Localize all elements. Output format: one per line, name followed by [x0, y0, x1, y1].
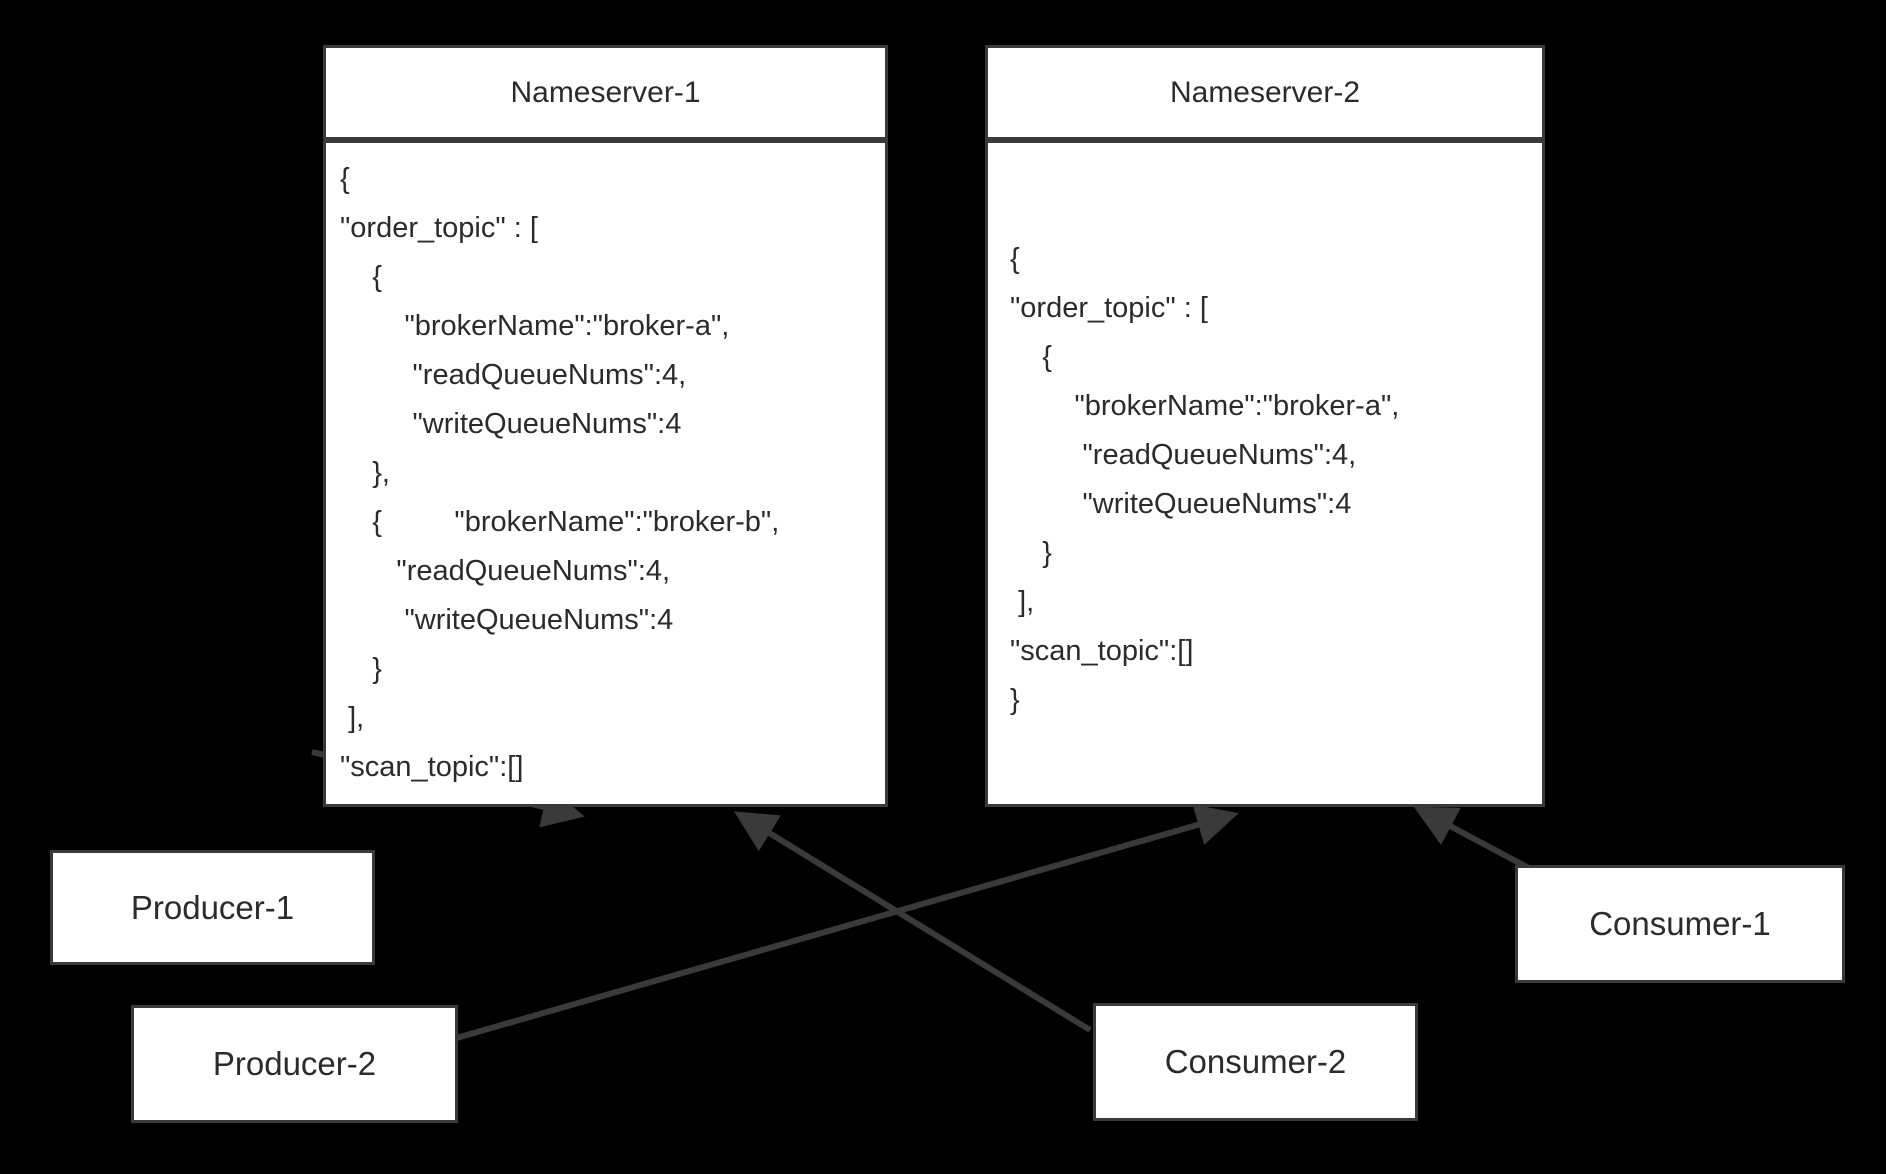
- nameserver-1-route-json: { "order_topic" : [ { "brokerName":"brok…: [340, 163, 780, 804]
- nameserver-1-title: Nameserver-1: [326, 48, 885, 143]
- nameserver-2-node[interactable]: Nameserver-2 { "order_topic" : [ { "brok…: [985, 45, 1545, 807]
- producer-2-node[interactable]: Producer-2: [131, 1005, 458, 1123]
- consumer-2-label: Consumer-2: [1164, 1043, 1347, 1080]
- edge-consumer2-nameserver1: [734, 811, 1092, 1033]
- nameserver-1-node[interactable]: Nameserver-1 { "order_topic" : [ { "brok…: [323, 45, 888, 807]
- nameserver-1-body: { "order_topic" : [ { "brokerName":"brok…: [326, 143, 885, 804]
- nameserver-2-body: { "order_topic" : [ { "brokerName":"brok…: [988, 143, 1542, 804]
- producer-2-label: Producer-2: [212, 1045, 377, 1082]
- producer-1-label: Producer-1: [130, 888, 295, 926]
- consumer-1-label: Consumer-1: [1589, 905, 1771, 942]
- consumer-2-node[interactable]: Consumer-2: [1093, 1003, 1418, 1121]
- consumer-1-node[interactable]: Consumer-1: [1515, 865, 1845, 983]
- nameserver-2-title: Nameserver-2: [988, 48, 1542, 143]
- producer-1-node[interactable]: Producer-1: [50, 850, 375, 965]
- nameserver-2-route-json: { "order_topic" : [ { "brokerName":"brok…: [1010, 243, 1400, 716]
